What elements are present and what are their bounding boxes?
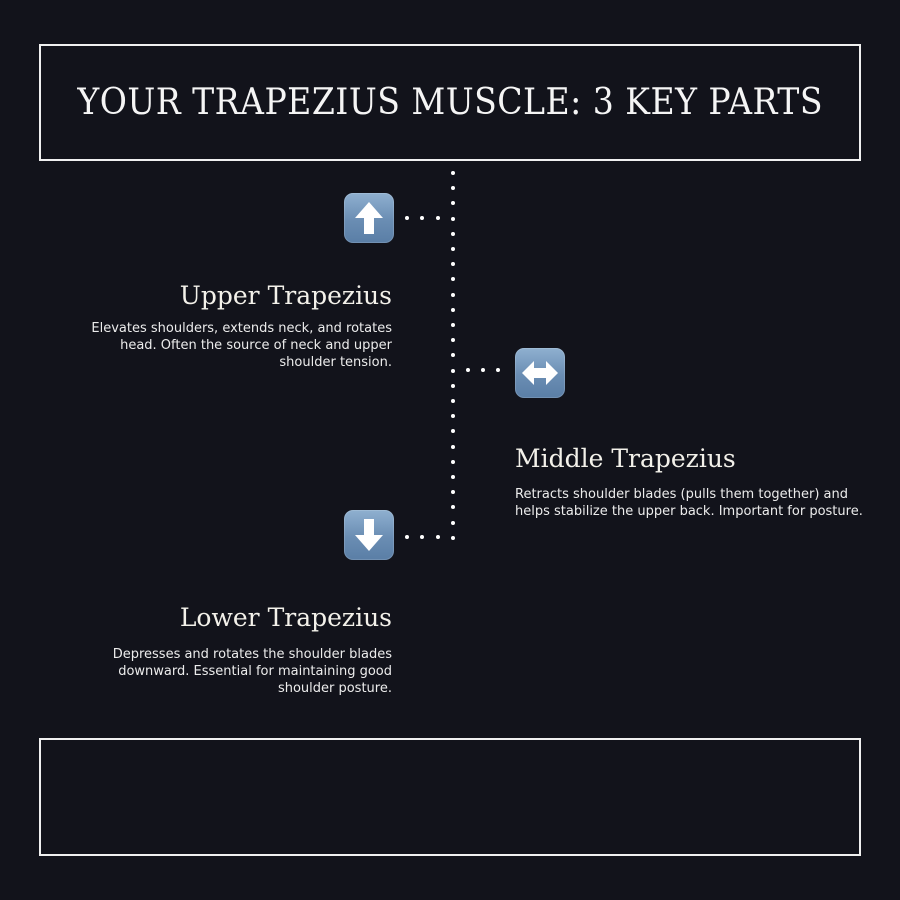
timeline-dot [451, 521, 455, 525]
timeline-dot [451, 460, 455, 464]
upper-trapezius-heading: Upper Trapezius [179, 281, 392, 310]
timeline-dot [451, 293, 455, 297]
timeline-dot [405, 535, 409, 539]
up-arrow-icon [344, 193, 394, 243]
middle-trapezius-heading: Middle Trapezius [515, 444, 736, 473]
timeline-dot [451, 217, 455, 221]
timeline-dot [451, 384, 455, 388]
timeline-dot [451, 536, 455, 540]
timeline-dot [451, 186, 455, 190]
timeline-dot [466, 368, 470, 372]
lower-trapezius-description: Depresses and rotates the shoulder blade… [112, 647, 392, 696]
timeline-dot [436, 535, 440, 539]
timeline-dot [451, 490, 455, 494]
timeline-dot [451, 414, 455, 418]
down-arrow-icon [344, 510, 394, 560]
timeline-dot [451, 232, 455, 236]
timeline-dot [451, 369, 455, 373]
timeline-dot [451, 353, 455, 357]
timeline-dot [451, 171, 455, 175]
timeline-dot [420, 535, 424, 539]
timeline-dot [451, 445, 455, 449]
upper-trapezius-description: Elevates shoulders, extends neck, and ro… [91, 321, 392, 370]
timeline-dot [451, 505, 455, 509]
footer-box [39, 738, 861, 856]
timeline-dot [451, 475, 455, 479]
middle-trapezius-description: Retracts shoulder blades (pulls them tog… [515, 487, 863, 519]
timeline-dot [451, 308, 455, 312]
timeline-dot [451, 262, 455, 266]
timeline-dot [451, 399, 455, 403]
timeline-dot [451, 201, 455, 205]
timeline-dot [405, 216, 409, 220]
timeline-dot [481, 368, 485, 372]
timeline-dot [420, 216, 424, 220]
timeline-dot [451, 277, 455, 281]
timeline-dot [496, 368, 500, 372]
lower-trapezius-heading: Lower Trapezius [179, 603, 392, 632]
left-right-arrow-icon [515, 348, 565, 398]
timeline-dot [451, 323, 455, 327]
timeline-dot [451, 429, 455, 433]
page-title: YOUR TRAPEZIUS MUSCLE: 3 KEY PARTS [77, 82, 823, 123]
title-box: YOUR TRAPEZIUS MUSCLE: 3 KEY PARTS [39, 44, 861, 161]
timeline-dot [451, 247, 455, 251]
timeline-dot [436, 216, 440, 220]
timeline-dot [451, 338, 455, 342]
